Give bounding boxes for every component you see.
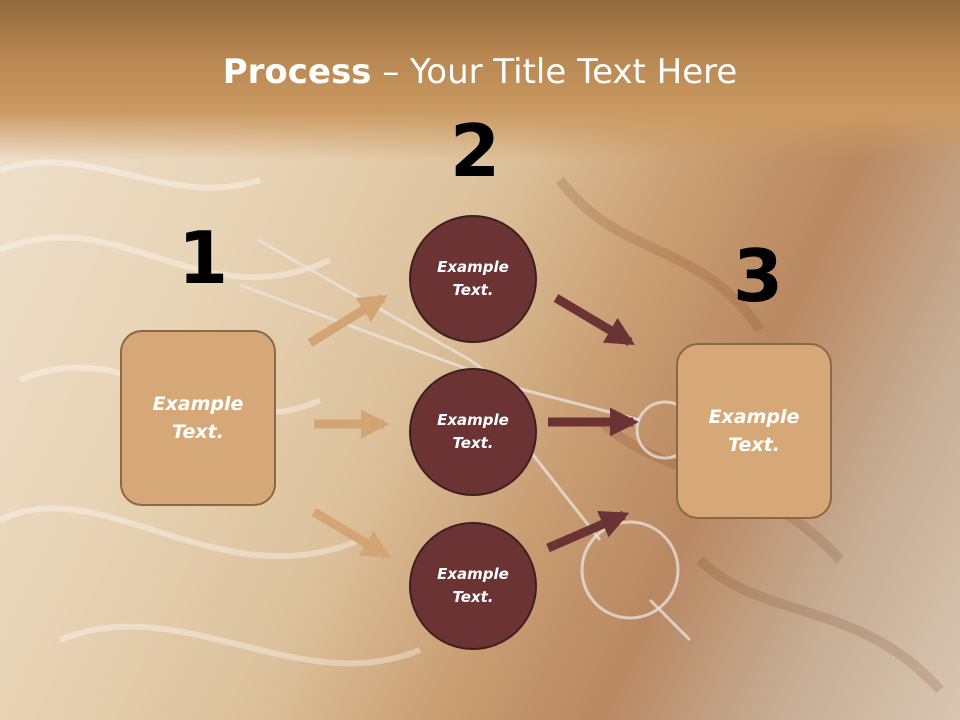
slide-title: Process – Your Title Text Here xyxy=(0,52,960,92)
arrow-left-to-top xyxy=(307,294,388,347)
title-rest: – Your Title Text Here xyxy=(371,52,738,92)
step-number-1: 1 xyxy=(178,216,229,300)
circle-top: Example Text. xyxy=(409,215,537,343)
right-box-label: Example Text. xyxy=(708,405,800,457)
arrow-top-to-right xyxy=(553,294,635,346)
step-number-3: 3 xyxy=(733,234,784,318)
left-box: Example Text. xyxy=(120,330,276,506)
left-box-label: Example Text. xyxy=(152,392,244,444)
circle-middle: Example Text. xyxy=(409,368,537,496)
step-number-2: 2 xyxy=(450,109,501,193)
arrow-bottom-to-right xyxy=(546,510,630,553)
right-box: Example Text. xyxy=(676,343,832,519)
circle-middle-label: Example Text. xyxy=(437,410,509,452)
circle-bottom: Example Text. xyxy=(409,522,537,650)
circle-bottom-label: Example Text. xyxy=(437,564,509,606)
title-bar xyxy=(0,0,960,160)
circle-top-label: Example Text. xyxy=(437,257,509,299)
title-bold: Process xyxy=(222,52,372,92)
arrow-left-to-bottom xyxy=(311,508,391,559)
